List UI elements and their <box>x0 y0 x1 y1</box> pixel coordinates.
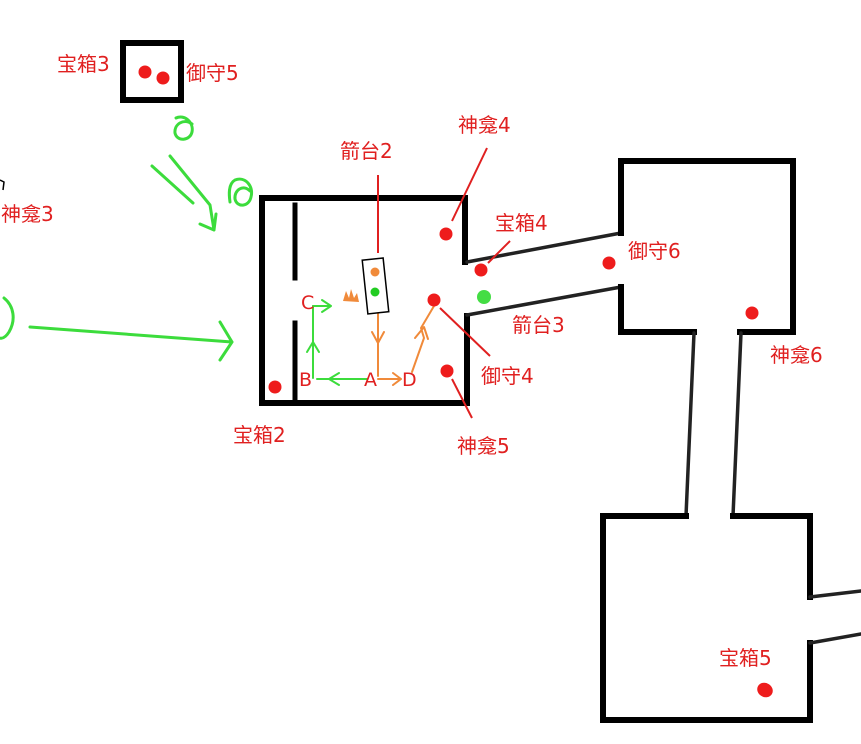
marker-chest4 <box>474 263 488 277</box>
route-orange <box>371 331 385 344</box>
east-room-wall <box>618 158 796 335</box>
label-chest4: 宝箱4 <box>495 211 548 235</box>
marker-chest5 <box>757 682 773 698</box>
route-orange <box>414 326 429 340</box>
route-point-a: A <box>364 369 377 391</box>
corridor-down-right <box>731 331 743 518</box>
label-charm6: 御守6 <box>628 239 681 263</box>
pointer-chest4 <box>487 240 511 264</box>
pointer-lines <box>377 147 511 419</box>
corridor-east-bottom <box>465 285 623 317</box>
walls <box>0 40 861 723</box>
marker-tower3 <box>477 290 491 304</box>
label-shrine4: 神龛4 <box>458 113 511 137</box>
label-tower2: 箭台2 <box>340 139 393 163</box>
markers <box>138 65 773 698</box>
arrow-tower-icon <box>361 257 390 315</box>
spiral-icon <box>227 177 254 207</box>
edge-mark <box>0 179 5 191</box>
label-chest3: 宝箱3 <box>57 52 110 76</box>
pointer-shrine5 <box>451 378 473 419</box>
route-green <box>306 341 320 353</box>
pointer-shrine4 <box>451 147 488 222</box>
corridor-right-top <box>808 589 861 599</box>
route-point-d: D <box>402 369 417 391</box>
label-shrine6: 神龛6 <box>770 343 823 367</box>
route-green <box>328 372 340 386</box>
label-tower3: 箭台3 <box>512 313 565 337</box>
label-shrine5: 神龛5 <box>457 434 510 458</box>
main-room-wall <box>259 195 470 406</box>
marker-charm5 <box>156 71 170 85</box>
route-point-b: B <box>299 369 312 391</box>
marker-chest2 <box>268 380 282 394</box>
marker-chest3 <box>138 65 152 79</box>
spiral-icon <box>173 115 194 141</box>
bottom-room-wall <box>600 513 813 723</box>
label-chest5: 宝箱5 <box>719 646 772 670</box>
spiral-icon <box>0 296 15 340</box>
marker-shrine4 <box>439 227 453 241</box>
label-chest2: 宝箱2 <box>233 423 286 447</box>
pointer-charm4 <box>439 307 491 357</box>
route-orange <box>377 372 402 386</box>
long-arrow <box>28 320 234 362</box>
room-small-topleft <box>120 40 184 103</box>
flame-icon <box>343 289 359 302</box>
route-orange <box>411 305 435 373</box>
route-point-c: C <box>301 292 314 314</box>
marker-shrine5 <box>440 364 454 378</box>
zigzag-arrow <box>150 154 218 232</box>
route-green <box>312 299 332 313</box>
labels: 宝箱3 御守5 神龛3 箭台2 神龛4 宝箱4 御守6 箭台3 神龛6 御守4 … <box>1 52 823 670</box>
label-charm4: 御守4 <box>481 364 534 388</box>
marker-charm4 <box>427 293 441 307</box>
corridor-down-left <box>684 331 696 518</box>
label-shrine3: 神龛3 <box>1 202 54 226</box>
marker-shrine6 <box>745 306 759 320</box>
green-hints <box>0 115 368 386</box>
label-charm5: 御守5 <box>186 61 239 85</box>
orange-route <box>371 305 435 386</box>
corridor-east-top <box>465 231 623 264</box>
corridor-right-bottom <box>808 632 861 645</box>
marker-charm6 <box>602 256 616 270</box>
